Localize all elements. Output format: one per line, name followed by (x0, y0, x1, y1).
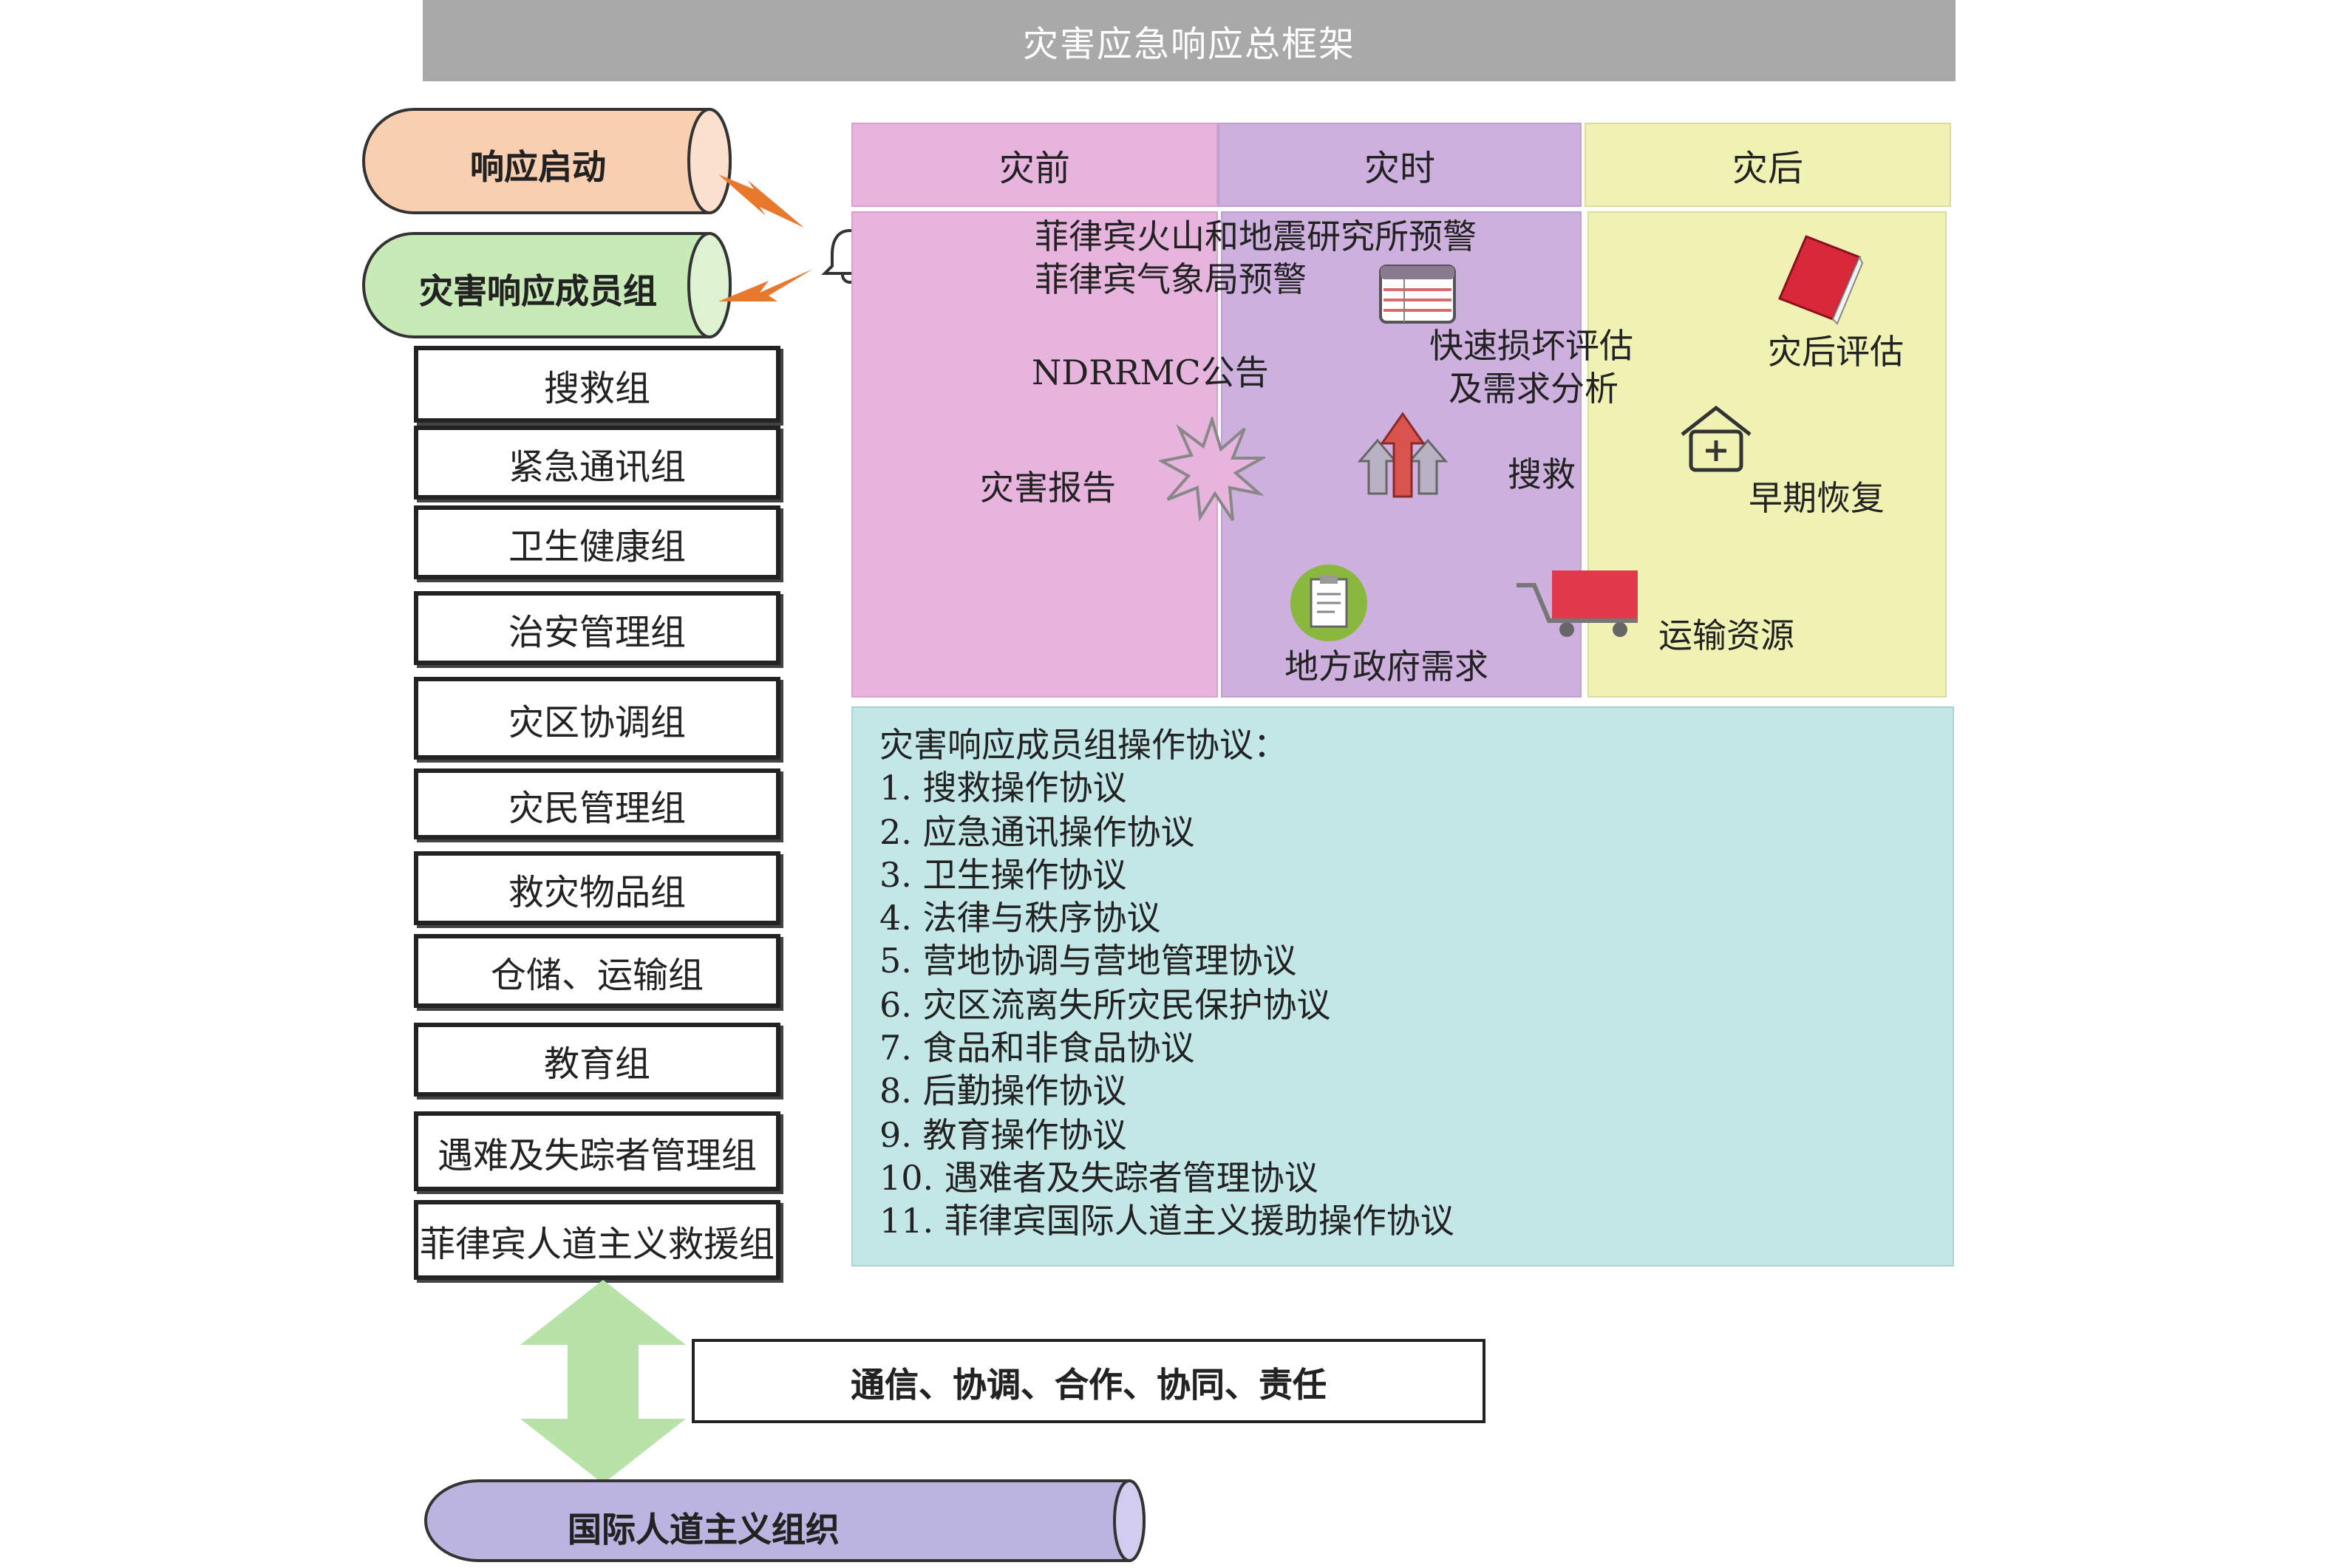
house-icon (1681, 405, 1752, 472)
activation-cylinder (362, 108, 732, 214)
starburst-icon (1159, 417, 1265, 522)
protocol-item: 8. 后勤操作协议 (879, 1073, 1127, 1112)
international-label: 国际人道主义组织 (568, 1512, 840, 1550)
rapid-assessment-label-2: 及需求分析 (1449, 371, 1619, 409)
activation-label: 响应启动 (470, 149, 606, 188)
clipboard-icon (1290, 565, 1367, 641)
search-rescue-label: 搜救 (1508, 457, 1576, 495)
group-box: 仓储、运输组 (414, 934, 780, 1008)
phase-after-panel (1587, 211, 1947, 698)
book-icon (1778, 235, 1864, 325)
rapid-assessment-label-1: 快速损坏评估 (1429, 328, 1633, 367)
principles-box: 通信、协调、合作、协同、责任 (692, 1339, 1485, 1423)
group-box: 救灾物品组 (414, 851, 780, 925)
protocol-item: 7. 食品和非食品协议 (879, 1030, 1195, 1069)
warning-weather-label: 菲律宾气象局预警 (1035, 262, 1307, 300)
protocol-item: 3. 卫生操作协议 (879, 856, 1127, 896)
group-box: 搜救组 (414, 346, 780, 423)
group-box: 卫生健康组 (414, 505, 780, 579)
framework-title: 灾害应急响应总框架 (423, 0, 1956, 81)
phase-before-header: 灾前 (851, 123, 1218, 207)
double-arrow-icon (520, 1280, 686, 1484)
protocol-item: 9. 教育操作协议 (879, 1117, 1127, 1156)
protocol-item: 6. 灾区流离失所灾民保护协议 (879, 986, 1331, 1026)
protocol-item: 1. 搜救操作协议 (879, 770, 1127, 809)
phase-during-header: 灾时 (1218, 123, 1582, 207)
table-icon (1379, 265, 1456, 324)
group-box: 治安管理组 (414, 591, 780, 665)
protocol-item: 2. 应急通讯操作协议 (879, 814, 1195, 853)
protocol-item: 11. 菲律宾国际人道主义援助操作协议 (879, 1203, 1454, 1242)
group-box: 灾区协调组 (414, 677, 780, 760)
group-box: 灾民管理组 (414, 768, 780, 839)
direction-arrows-icon (1357, 412, 1449, 498)
group-box: 紧急通讯组 (414, 426, 780, 500)
protocol-item: 5. 营地协调与营地管理协议 (879, 943, 1297, 982)
phase-after-header: 灾后 (1585, 123, 1951, 207)
post-assessment-label: 灾后评估 (1768, 334, 1904, 372)
group-box: 菲律宾人道主义救援组 (414, 1200, 780, 1280)
cart-icon (1517, 570, 1638, 637)
protocol-item: 10. 遇难者及失踪者管理协议 (879, 1159, 1318, 1199)
phase-before-panel (851, 211, 1218, 698)
early-recovery-label: 早期恢复 (1749, 480, 1885, 519)
protocol-item: 4. 法律与秩序协议 (879, 900, 1161, 939)
member-groups-cylinder (362, 232, 732, 338)
disaster-report-label: 灾害报告 (980, 470, 1116, 508)
group-box: 教育组 (414, 1023, 780, 1097)
ndrrmc-label: NDRRMC公告 (1032, 355, 1269, 393)
warning-volcano-label: 菲律宾火山和地震研究所预警 (1035, 219, 1477, 257)
protocols-title: 灾害响应成员组操作协议： (879, 727, 1287, 766)
group-box: 遇难及失踪者管理组 (414, 1111, 780, 1191)
international-cylinder (424, 1479, 1146, 1562)
local-gov-label: 地方政府需求 (1284, 649, 1488, 687)
transport-label: 运输资源 (1658, 618, 1794, 656)
member-groups-label: 灾害响应成员组 (419, 273, 657, 312)
